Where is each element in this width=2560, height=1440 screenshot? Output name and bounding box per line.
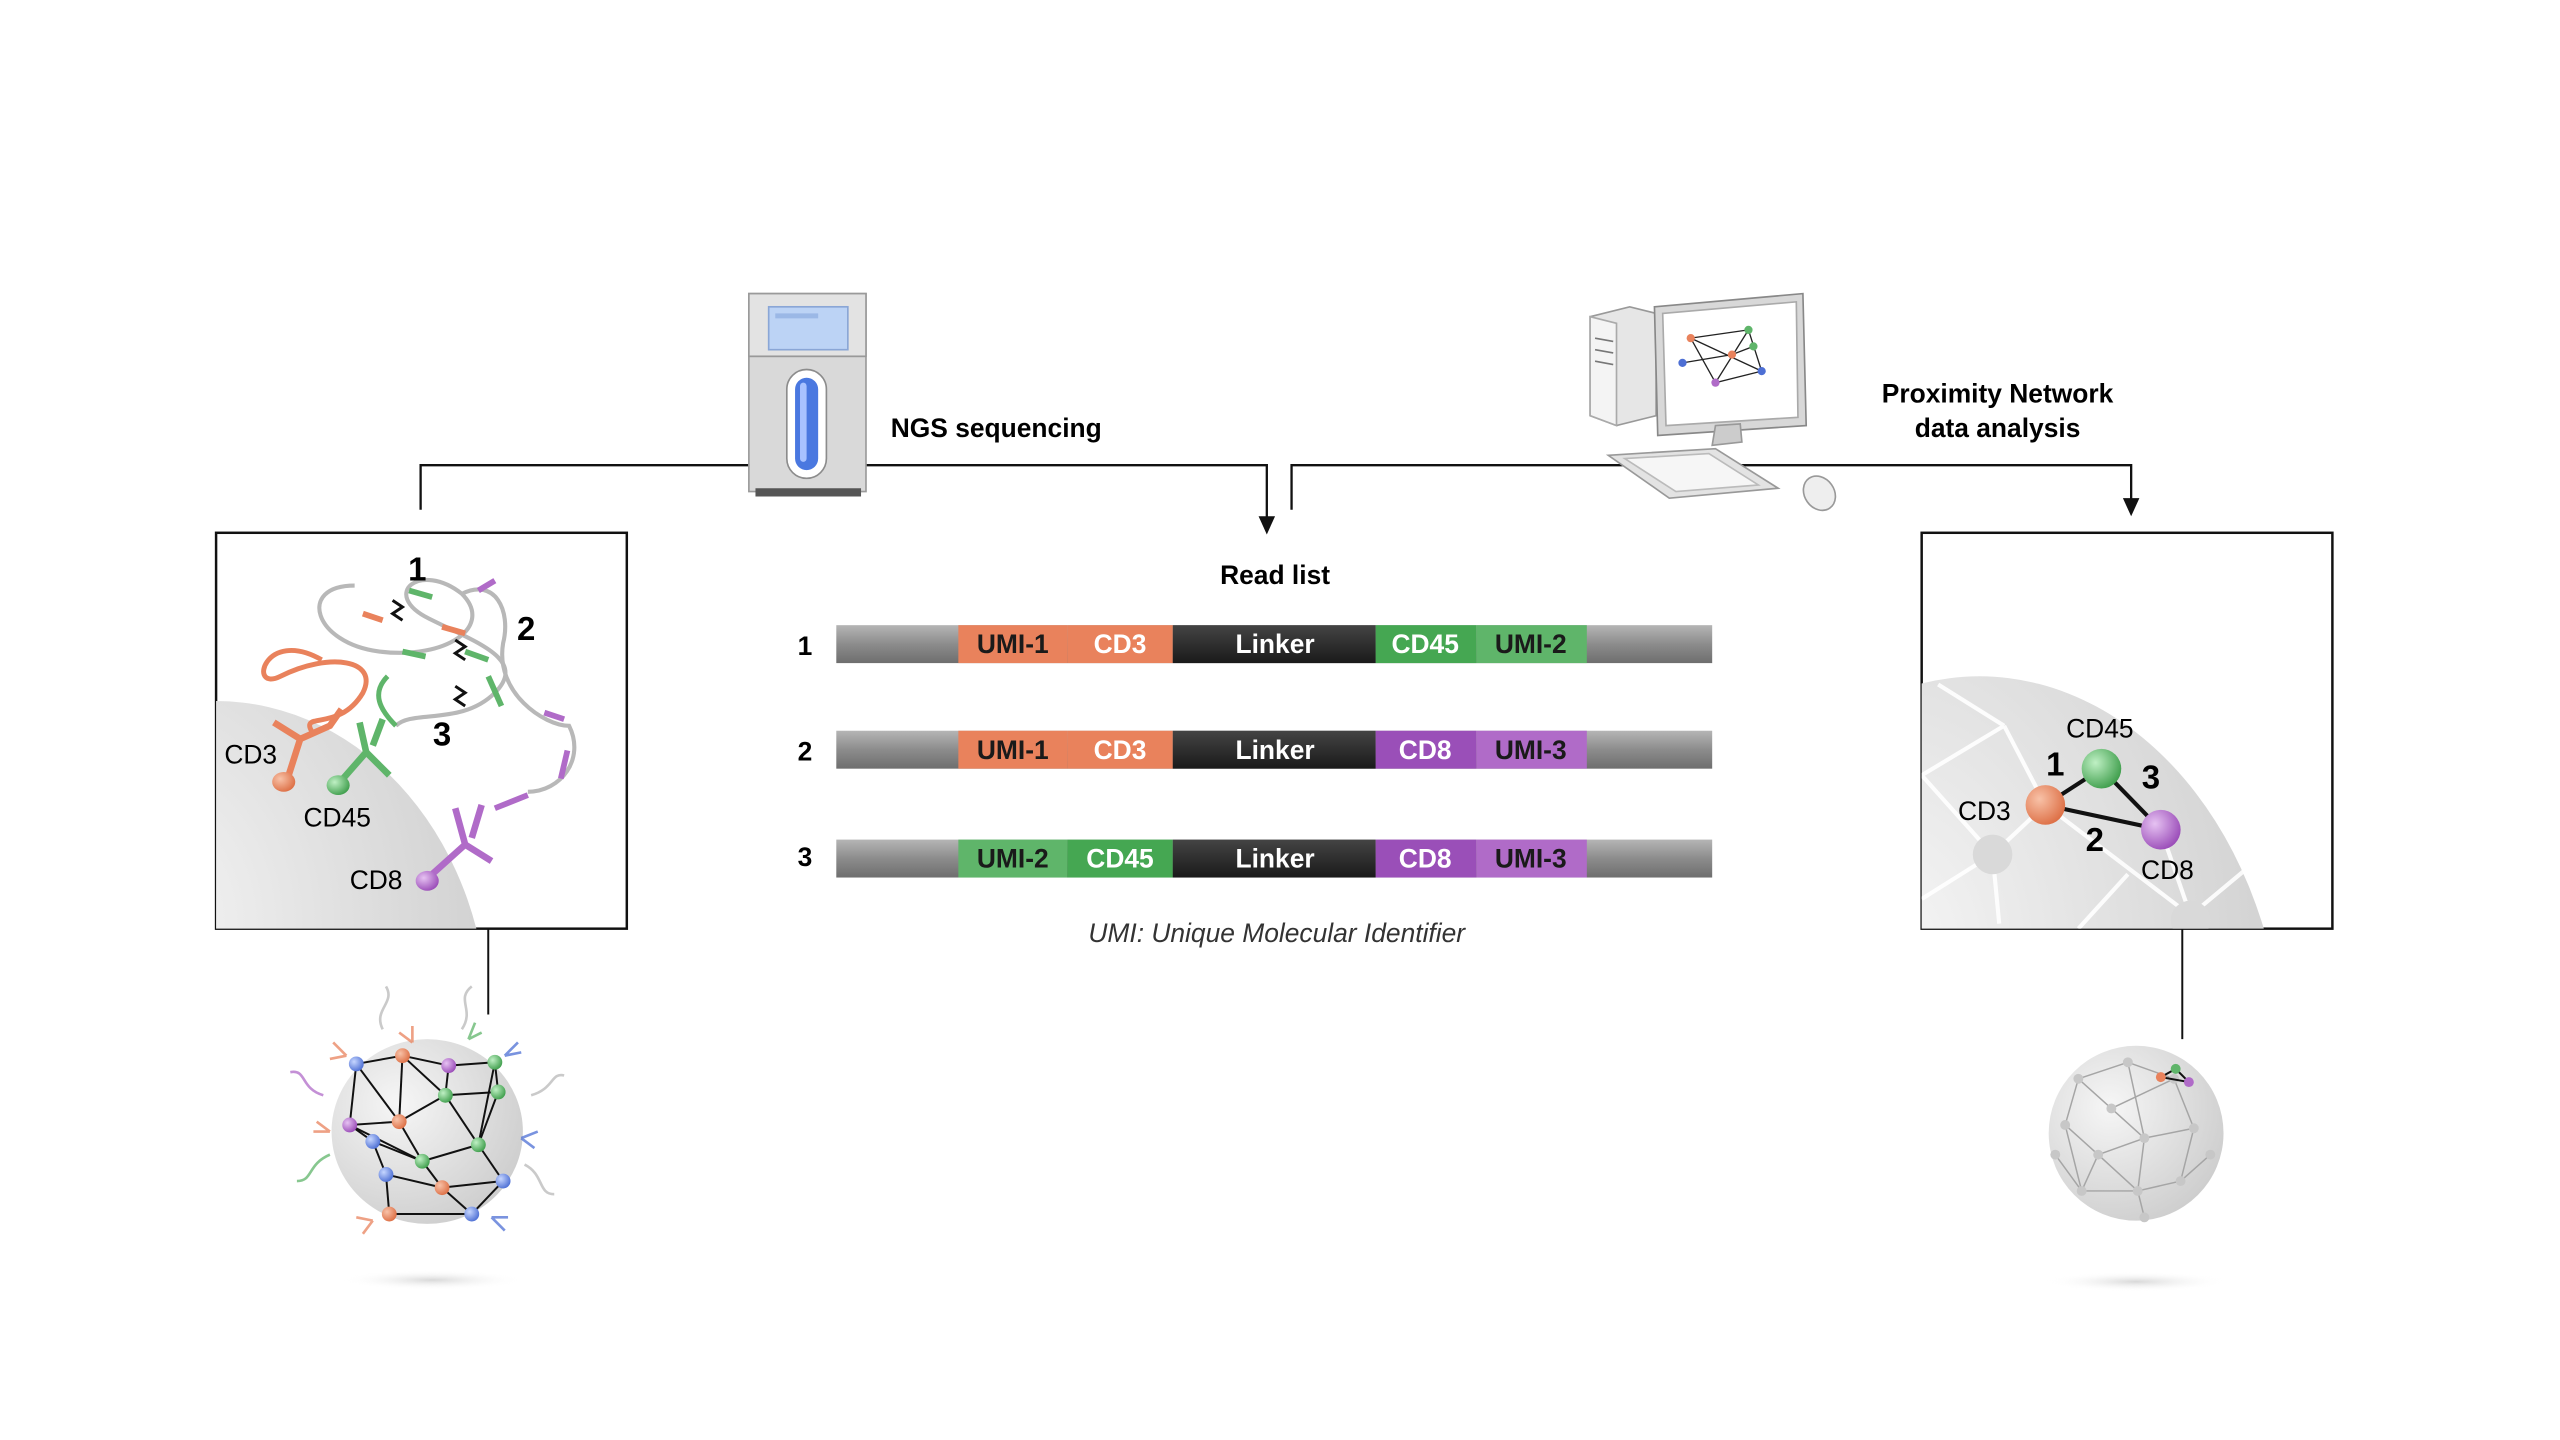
- umi-footnote: UMI: Unique Molecular Identifier: [1088, 918, 1466, 948]
- edge-index-label: 3: [2142, 758, 2160, 795]
- read-index-label: 3: [433, 716, 451, 753]
- analysis-label-line2: data analysis: [1915, 413, 2081, 443]
- ngs-sequencing-label: NGS sequencing: [891, 413, 1102, 443]
- read-row: 1 UMI-1 CD3 Linker CD45 UMI-2: [798, 625, 1713, 664]
- segment-label: Linker: [1235, 844, 1314, 874]
- cd8-antibody: [429, 804, 494, 877]
- segment-umi: [1476, 625, 1587, 664]
- segment-umi: [1476, 839, 1587, 878]
- segment-label: CD45: [1391, 629, 1458, 659]
- segment-umi: [958, 839, 1068, 878]
- segment-linker: [1172, 730, 1376, 769]
- network-sphere-illustration: [2045, 1045, 2227, 1292]
- arrow-to-read-list: [1258, 516, 1276, 535]
- cd8-label: CD8: [2141, 855, 2194, 885]
- segment-label: UMI-2: [977, 844, 1049, 874]
- segment-label: UMI-3: [1495, 735, 1567, 765]
- segment-label: CD3: [1094, 735, 1147, 765]
- segment-antibody: [1375, 625, 1477, 664]
- segment-antibody: [1375, 839, 1477, 878]
- segment-label: UMI-1: [977, 735, 1049, 765]
- right-detail-panel: CD45 CD3 CD8 1 3 2: [1920, 531, 2334, 930]
- cd45-node: [2081, 748, 2122, 789]
- segment-label: Linker: [1235, 629, 1314, 659]
- segment-label: CD8: [1399, 844, 1452, 874]
- computer-icon: [1589, 292, 1837, 512]
- segment-label: UMI-3: [1495, 844, 1567, 874]
- segment-antibody: [1375, 730, 1477, 769]
- cd8-node: [2141, 809, 2181, 850]
- read-index-label: 2: [517, 610, 535, 647]
- cd3-label: CD3: [1958, 796, 2011, 826]
- cd3-label: CD3: [224, 740, 277, 770]
- read-row: 3 UMI-2 CD45 Linker CD8 UMI-3: [798, 839, 1713, 878]
- cd8-label: CD8: [350, 865, 403, 895]
- edge-index-label: 1: [2046, 745, 2064, 782]
- segment-umi: [958, 730, 1068, 769]
- segment-label: UMI-2: [1495, 629, 1567, 659]
- read-row: 2 UMI-1 CD3 Linker CD8 UMI-3: [798, 730, 1713, 769]
- segment-linker: [1172, 625, 1376, 664]
- left-detail-panel: 1 2 3 CD3 CD45 CD8: [214, 531, 629, 930]
- segment-label: CD3: [1094, 629, 1147, 659]
- cell-surface: [216, 701, 477, 929]
- cell-surface: [1921, 676, 2264, 929]
- segment-label: CD8: [1399, 735, 1452, 765]
- segment-antibody: [1067, 625, 1173, 664]
- read-number: 1: [798, 631, 813, 661]
- cd3-antibody: [272, 707, 345, 777]
- segment-label: Linker: [1235, 735, 1314, 765]
- cd45-label: CD45: [2066, 713, 2133, 743]
- segment-umi: [1476, 730, 1587, 769]
- segment-linker: [1172, 839, 1376, 878]
- sequencer-icon: [748, 292, 867, 497]
- read-list-title: Read list: [1220, 560, 1330, 590]
- flow-connectors: [419, 464, 2133, 518]
- segment-label: UMI-1: [977, 629, 1049, 659]
- read-number: 3: [798, 842, 813, 872]
- segment-umi: [958, 625, 1068, 664]
- arrow-to-network-panel: [2122, 498, 2140, 517]
- read-number: 2: [798, 736, 813, 766]
- edge-index-label: 2: [2086, 821, 2104, 858]
- cell-with-antibodies-illustration: [290, 985, 565, 1290]
- cd45-antibody: [340, 718, 392, 781]
- analysis-label-line1: Proximity Network: [1882, 378, 2114, 408]
- segment-label: CD45: [1086, 844, 1153, 874]
- segment-antibody: [1067, 730, 1173, 769]
- cd3-node: [2025, 785, 2066, 825]
- segment-antibody: [1067, 839, 1173, 878]
- cd45-label: CD45: [304, 802, 371, 832]
- read-index-label: 1: [408, 551, 426, 588]
